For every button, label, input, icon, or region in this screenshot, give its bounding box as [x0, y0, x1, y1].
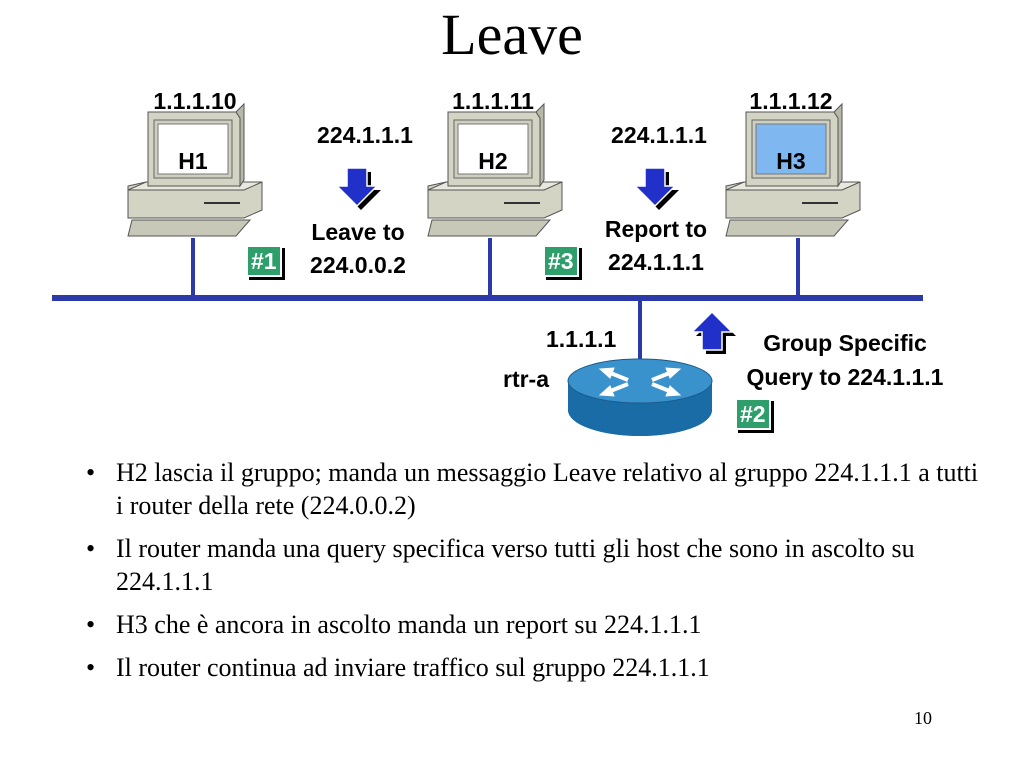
- leave-line1: Leave to: [311, 219, 405, 245]
- query-line2: Query to 224.1.1.1: [746, 364, 944, 390]
- leave-down-arrow-icon: [335, 167, 381, 210]
- h1-computer-icon: [127, 102, 263, 237]
- report-line1: Report to: [604, 216, 708, 242]
- router-icon: [567, 358, 713, 436]
- h2-ip-label: 1.1.1.11: [452, 88, 534, 114]
- slide-title: Leave: [441, 2, 583, 67]
- step-2-badge: #2: [735, 398, 771, 430]
- bullet-item: H3 che è ancora in ascolto manda un repo…: [84, 608, 984, 641]
- router-name-label: rtr-a: [503, 366, 550, 392]
- step-3-badge: #3: [543, 245, 579, 277]
- leave-line2: 224.0.0.2: [310, 252, 406, 278]
- router-ip-label: 1.1.1.1: [546, 326, 617, 352]
- query-up-arrow-icon: [690, 310, 736, 354]
- leave-message-label: Leave to 224.0.0.2: [290, 216, 426, 282]
- h1-ip-label: 1.1.1.10: [153, 88, 237, 114]
- bullet-item: H2 lascia il gruppo; manda un messaggio …: [84, 456, 984, 522]
- leave-group-label: 224.1.1.1: [317, 122, 413, 148]
- ethernet-bus: [52, 295, 923, 301]
- bullet-item: Il router manda una query specifica vers…: [84, 532, 984, 598]
- h2-computer-icon: [427, 102, 563, 237]
- query-line1: Group Specific: [763, 330, 927, 356]
- report-group-label: 224.1.1.1: [611, 122, 707, 148]
- query-message-label: Group Specific Query to 224.1.1.1: [720, 326, 970, 394]
- report-message-label: Report to 224.1.1.1: [586, 213, 726, 279]
- page-number: 10: [914, 708, 932, 728]
- h3-computer-icon: [725, 102, 861, 237]
- bullet-item: Il router continua ad inviare traffico s…: [84, 651, 984, 684]
- step-1-badge: #1: [246, 245, 282, 277]
- report-down-arrow-icon: [633, 167, 679, 210]
- bullet-list: H2 lascia il gruppo; manda un messaggio …: [84, 456, 984, 694]
- h3-ip-label: 1.1.1.12: [749, 88, 833, 114]
- h2-screen-label: H2: [478, 148, 508, 174]
- report-line2: 224.1.1.1: [608, 249, 704, 275]
- h1-screen-label: H1: [178, 148, 208, 174]
- h3-screen-label: H3: [776, 148, 806, 174]
